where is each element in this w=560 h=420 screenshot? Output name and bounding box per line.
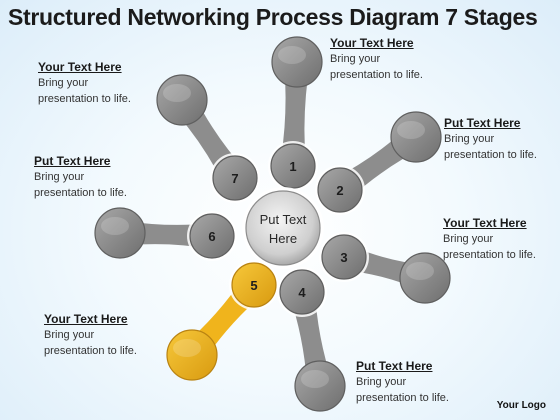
center-text-line2: Here — [269, 231, 297, 246]
stage-6-outer-bulb — [94, 207, 146, 259]
center-hub: Put Text Here — [242, 187, 324, 269]
stage-4-heading: Put Text Here — [356, 359, 433, 373]
stage-7-text-line2: presentation to life. — [38, 93, 131, 105]
stage-1-text-line2: presentation to life. — [330, 69, 423, 81]
stage-5-heading: Your Text Here — [44, 312, 128, 326]
stage-2-label: Put Text Here Bring your presentation to… — [444, 116, 537, 163]
stage-5-outer-bulb — [166, 329, 218, 381]
stage-2-outer-shine — [397, 121, 425, 139]
stage-5-arm: 5 — [166, 260, 279, 381]
stage-5-inner-bulb — [231, 262, 277, 308]
stage-3-text-line2: presentation to life. — [443, 249, 536, 261]
stage-3-label: Your Text Here Bring your presentation t… — [443, 216, 536, 263]
stage-5-text-line1: Bring your — [44, 329, 95, 341]
stage-5-outer-shine — [173, 339, 201, 357]
stage-6-inner-bulb — [189, 213, 235, 259]
stage-4-text-line2: presentation to life. — [356, 392, 449, 404]
stage-4-outer-shine — [301, 370, 329, 388]
stage-2-number: 2 — [336, 183, 343, 198]
stage-7-outer-bulb — [156, 74, 208, 126]
diagram-title: Structured Networking Process Diagram 7 … — [8, 4, 538, 30]
stage-2-outer-bulb — [390, 111, 442, 163]
stage-2-text-line2: presentation to life. — [444, 149, 537, 161]
center-text-line1: Put Text — [260, 212, 307, 227]
stage-2-arm: 2 — [315, 111, 442, 215]
logo-text: Your Logo — [496, 400, 546, 411]
stage-7-heading: Your Text Here — [38, 60, 122, 74]
stage-3-inner-bulb — [321, 234, 367, 280]
stage-5-number: 5 — [250, 278, 257, 293]
stage-3-heading: Your Text Here — [443, 216, 527, 230]
stage-4-arm: 4 — [277, 267, 346, 412]
stage-6-number: 6 — [208, 229, 215, 244]
stage-7-outer-shine — [163, 84, 191, 102]
stage-6-heading: Put Text Here — [34, 154, 111, 168]
stage-7-inner-bulb — [212, 155, 258, 201]
stage-6-text-line2: presentation to life. — [34, 187, 127, 199]
stage-3-number: 3 — [340, 250, 347, 265]
stage-2-heading: Put Text Here — [444, 116, 521, 130]
stage-7-text-line1: Bring your — [38, 77, 89, 89]
stage-7-number: 7 — [231, 171, 238, 186]
stage-3-text-line1: Bring your — [443, 233, 494, 245]
stage-6-text-line1: Bring your — [34, 171, 85, 183]
stage-1-text-line1: Bring your — [330, 53, 381, 65]
stage-4-number: 4 — [298, 285, 306, 300]
stage-1-inner-bulb — [270, 143, 316, 189]
stage-1-stem — [280, 61, 310, 167]
stage-7-label: Your Text Here Bring your presentation t… — [38, 60, 131, 107]
stage-2-text-line1: Bring your — [444, 133, 495, 145]
stage-6-label: Put Text Here Bring your presentation to… — [34, 154, 127, 201]
stage-1-heading: Your Text Here — [330, 36, 414, 50]
stage-1-outer-shine — [278, 46, 306, 64]
stage-6-arm: 6 — [94, 207, 237, 261]
stage-7-arm: 7 — [156, 74, 260, 203]
stage-6-outer-shine — [101, 217, 129, 235]
stage-1-arm: 1 — [268, 36, 323, 191]
stage-3-outer-bulb — [399, 252, 451, 304]
stage-4-inner-bulb — [279, 269, 325, 315]
stage-4-text-line1: Bring your — [356, 376, 407, 388]
stage-3-arm: 3 — [319, 232, 451, 304]
stage-4-outer-bulb — [294, 360, 346, 412]
stage-5-label: Your Text Here Bring your presentation t… — [44, 312, 137, 359]
stage-4-label: Put Text Here Bring your presentation to… — [356, 359, 449, 406]
stage-5-text-line2: presentation to life. — [44, 345, 137, 357]
stage-2-inner-bulb — [317, 167, 363, 213]
stage-1-number: 1 — [289, 159, 296, 174]
stage-3-outer-shine — [406, 262, 434, 280]
stage-1-label: Your Text Here Bring your presentation t… — [330, 36, 423, 83]
stage-1-outer-bulb — [271, 36, 323, 88]
